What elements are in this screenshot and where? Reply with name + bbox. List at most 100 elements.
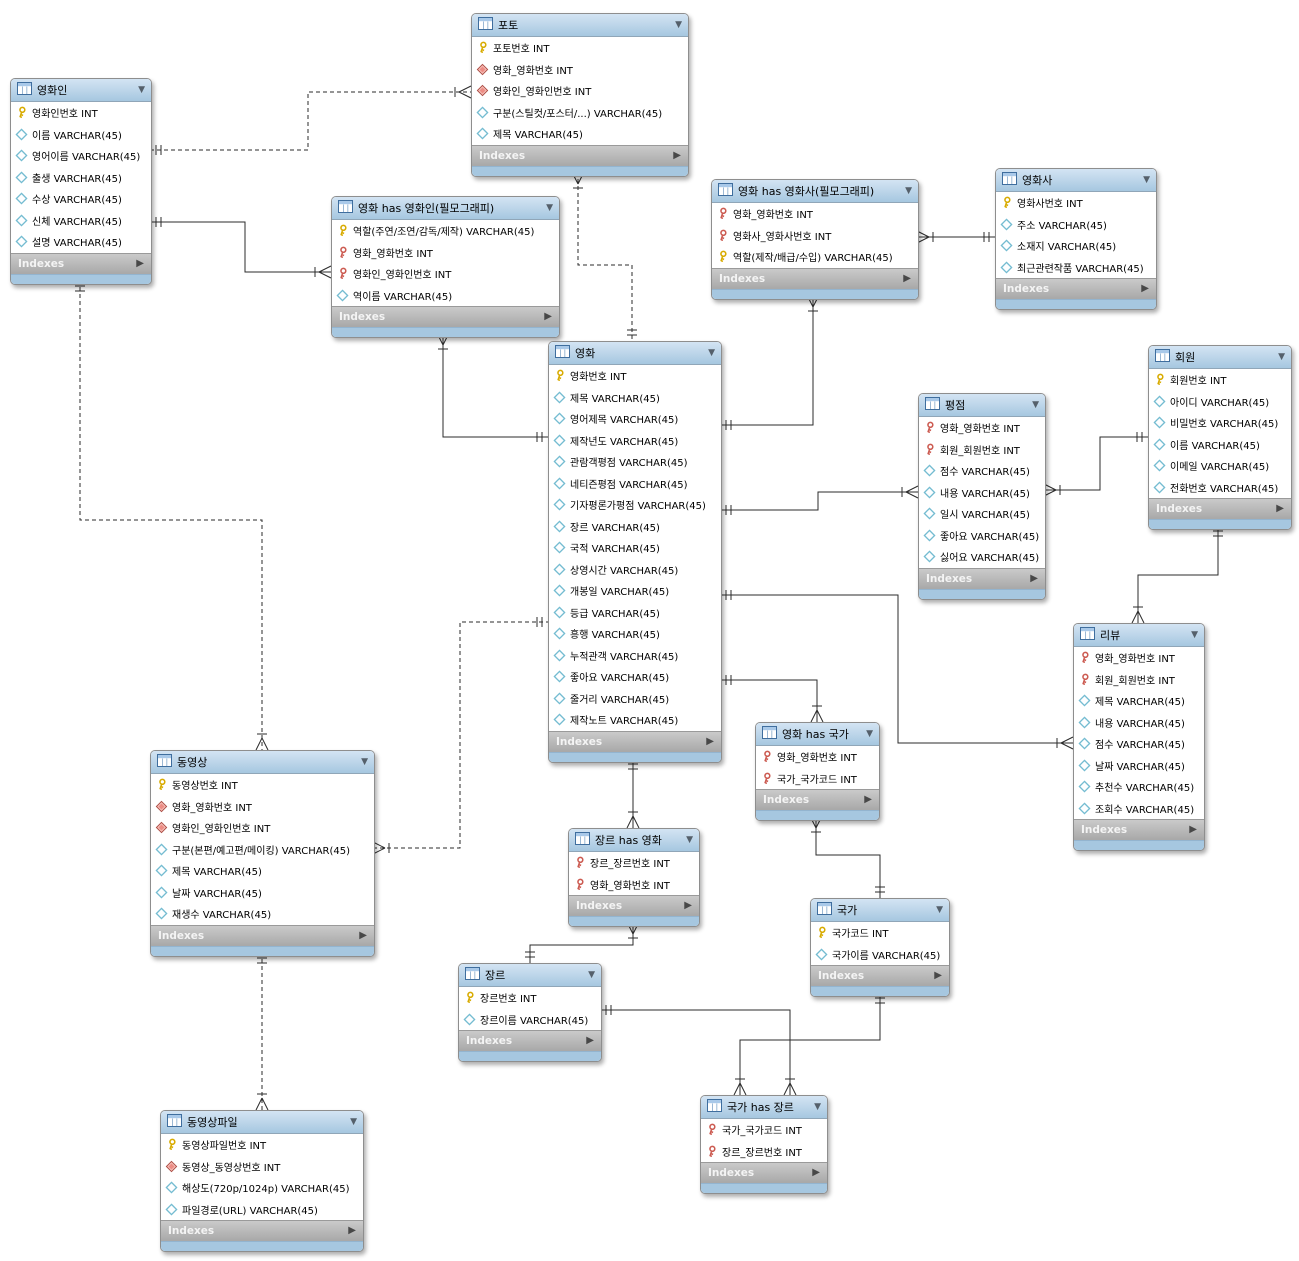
indexes-bar[interactable]: Indexes▶ — [151, 924, 374, 946]
collapse-arrow-icon[interactable]: ▼ — [1143, 174, 1150, 185]
table-field-row[interactable]: 제목 VARCHAR(45) — [549, 387, 721, 409]
table-field-row[interactable]: 영화인_영화인번호 INT — [151, 817, 374, 839]
table-field-row[interactable]: 개봉일 VARCHAR(45) — [549, 580, 721, 602]
table-field-row[interactable]: 흥행 VARCHAR(45) — [549, 623, 721, 645]
table-field-row[interactable]: 전화번호 VARCHAR(45) — [1149, 477, 1291, 499]
indexes-bar[interactable]: Indexes▶ — [919, 567, 1045, 589]
collapse-arrow-icon[interactable]: ▼ — [546, 202, 553, 213]
table-field-row[interactable]: 내용 VARCHAR(45) — [919, 482, 1045, 504]
table-header[interactable]: 영화 has 영화인(필모그래피)▼ — [332, 197, 559, 220]
table-header[interactable]: 포토▼ — [472, 14, 688, 37]
indexes-bar[interactable]: Indexes▶ — [11, 252, 151, 274]
table-field-row[interactable]: 동영상_동영상번호 INT — [161, 1156, 363, 1178]
indexes-bar[interactable]: Indexes▶ — [161, 1220, 363, 1241]
table-field-row[interactable]: 회원_회원번호 INT — [919, 439, 1045, 461]
collapse-arrow-icon[interactable]: ▼ — [1032, 399, 1039, 410]
table-field-row[interactable]: 소재지 VARCHAR(45) — [996, 235, 1156, 257]
table-field-row[interactable]: 설명 VARCHAR(45) — [11, 231, 151, 253]
indexes-bar[interactable]: Indexes▶ — [332, 306, 559, 327]
collapse-arrow-icon[interactable]: ▼ — [350, 1116, 357, 1127]
expand-arrow-icon[interactable]: ▶ — [934, 970, 942, 981]
table-field-row[interactable]: 장르_장르번호 INT — [701, 1141, 827, 1163]
table-field-row[interactable]: 이름 VARCHAR(45) — [11, 124, 151, 146]
table-field-row[interactable]: 이메일 VARCHAR(45) — [1149, 455, 1291, 477]
table-field-row[interactable]: 네티즌평점 VARCHAR(45) — [549, 473, 721, 495]
collapse-arrow-icon[interactable]: ▼ — [708, 347, 715, 358]
expand-arrow-icon[interactable]: ▶ — [136, 257, 144, 269]
relationship-movie-movie_has_country[interactable] — [720, 679, 818, 722]
table-field-row[interactable]: 좋아요 VARCHAR(45) — [919, 525, 1045, 547]
table-field-row[interactable]: 기자평론가평점 VARCHAR(45) — [549, 494, 721, 516]
table-field-row[interactable]: 파일경로(URL) VARCHAR(45) — [161, 1199, 363, 1221]
table-movie_has_person[interactable]: 영화 has 영화인(필모그래피)▼역할(주연/조연/감독/제작) VARCHA… — [331, 196, 560, 338]
table-field-row[interactable]: 영화_영화번호 INT — [151, 796, 374, 818]
table-field-row[interactable]: 역이름 VARCHAR(45) — [332, 285, 559, 307]
table-field-row[interactable]: 영화_영화번호 INT — [1074, 647, 1204, 669]
table-field-row[interactable]: 역할(제작/배급/수입) VARCHAR(45) — [712, 246, 918, 268]
table-field-row[interactable]: 영화사_영화사번호 INT — [712, 225, 918, 247]
table-field-row[interactable]: 추천수 VARCHAR(45) — [1074, 776, 1204, 798]
relationship-genre-country_has_genre[interactable] — [600, 1009, 791, 1095]
collapse-arrow-icon[interactable]: ▼ — [361, 756, 368, 767]
collapse-arrow-icon[interactable]: ▼ — [675, 19, 682, 30]
indexes-bar[interactable]: Indexes▶ — [756, 789, 879, 810]
table-field-row[interactable]: 국가코드 INT — [811, 922, 949, 944]
table-field-row[interactable]: 영화_영화번호 INT — [332, 242, 559, 264]
table-field-row[interactable]: 영화_영화번호 INT — [756, 746, 879, 768]
table-field-row[interactable]: 누적관객 VARCHAR(45) — [549, 645, 721, 667]
expand-arrow-icon[interactable]: ▶ — [684, 900, 692, 911]
indexes-bar[interactable]: Indexes▶ — [569, 895, 699, 916]
table-field-row[interactable]: 영화사번호 INT — [996, 192, 1156, 214]
relationship-movie_person-photo[interactable] — [150, 91, 471, 151]
table-field-row[interactable]: 장르_장르번호 INT — [569, 852, 699, 874]
expand-arrow-icon[interactable]: ▶ — [1276, 503, 1284, 514]
collapse-arrow-icon[interactable]: ▼ — [1278, 351, 1285, 362]
indexes-bar[interactable]: Indexes▶ — [996, 278, 1156, 299]
collapse-arrow-icon[interactable]: ▼ — [1191, 629, 1198, 640]
relationship-movie_person-video[interactable] — [79, 280, 263, 750]
table-field-row[interactable]: 제목 VARCHAR(45) — [472, 123, 688, 145]
collapse-arrow-icon[interactable]: ▼ — [138, 84, 145, 95]
table-field-row[interactable]: 국적 VARCHAR(45) — [549, 537, 721, 559]
table-field-row[interactable]: 주소 VARCHAR(45) — [996, 214, 1156, 236]
relationship-movie-review[interactable] — [720, 594, 1073, 744]
table-field-row[interactable]: 재생수 VARCHAR(45) — [151, 903, 374, 925]
table-field-row[interactable]: 구분(본편/예고편/메이킹) VARCHAR(45) — [151, 839, 374, 861]
table-field-row[interactable]: 날짜 VARCHAR(45) — [151, 882, 374, 904]
table-header[interactable]: 영화인▼ — [11, 79, 151, 102]
relationship-movie_has_country-country[interactable] — [815, 816, 881, 898]
relationship-country-country_has_genre[interactable] — [739, 992, 881, 1095]
table-field-row[interactable]: 장르이름 VARCHAR(45) — [459, 1009, 601, 1031]
table-field-row[interactable]: 제목 VARCHAR(45) — [1074, 690, 1204, 712]
indexes-bar[interactable]: Indexes▶ — [459, 1030, 601, 1051]
indexes-bar[interactable]: Indexes▶ — [701, 1162, 827, 1183]
table-header[interactable]: 영화▼ — [549, 342, 721, 365]
collapse-arrow-icon[interactable]: ▼ — [905, 185, 912, 196]
table-header[interactable]: 동영상파일▼ — [161, 1111, 363, 1134]
expand-arrow-icon[interactable]: ▶ — [812, 1167, 820, 1178]
table-field-row[interactable]: 영화_영화번호 INT — [472, 59, 688, 81]
table-field-row[interactable]: 회원번호 INT — [1149, 369, 1291, 391]
table-field-row[interactable]: 영화인_영화인번호 INT — [472, 80, 688, 102]
table-field-row[interactable]: 회원_회원번호 INT — [1074, 669, 1204, 691]
table-field-row[interactable]: 영화_영화번호 INT — [712, 203, 918, 225]
relationship-video-movie[interactable] — [373, 621, 548, 849]
table-field-row[interactable]: 영어제목 VARCHAR(45) — [549, 408, 721, 430]
table-field-row[interactable]: 줄거리 VARCHAR(45) — [549, 688, 721, 710]
table-field-row[interactable]: 영화_영화번호 INT — [569, 874, 699, 896]
expand-arrow-icon[interactable]: ▶ — [1141, 283, 1149, 294]
collapse-arrow-icon[interactable]: ▼ — [814, 1101, 821, 1112]
table-field-row[interactable]: 신체 VARCHAR(45) — [11, 210, 151, 232]
table-field-row[interactable]: 최근관련작품 VARCHAR(45) — [996, 257, 1156, 279]
table-field-row[interactable]: 동영상파일번호 INT — [161, 1134, 363, 1156]
relationship-movie_person-movie_has_person[interactable] — [150, 221, 331, 273]
indexes-bar[interactable]: Indexes▶ — [1149, 498, 1291, 519]
table-field-row[interactable]: 상영시간 VARCHAR(45) — [549, 559, 721, 581]
